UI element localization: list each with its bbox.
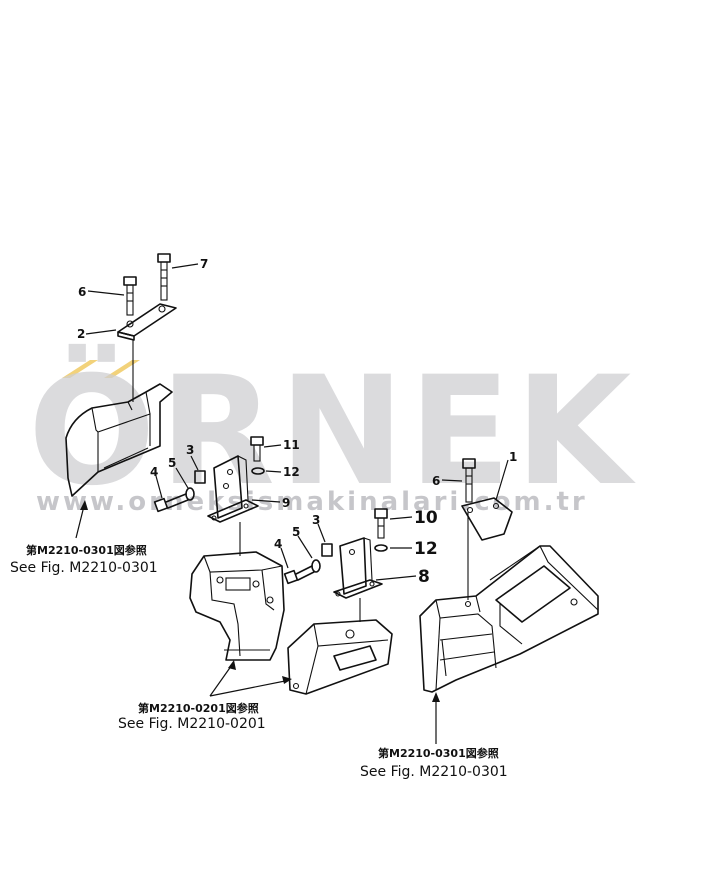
callout-5-right: 5 xyxy=(292,525,300,539)
callout-3-left: 3 xyxy=(186,443,194,457)
bolt-6-left xyxy=(123,276,137,316)
watermark-brand: ÖRNEK xyxy=(28,343,636,519)
callout-6-left: 6 xyxy=(78,285,86,299)
washer-5-a xyxy=(185,487,195,501)
callout-1: 1 xyxy=(509,450,517,464)
watermark: ÖRNEK www.orneksismakinalari.com.tr xyxy=(28,343,636,519)
reference-center-en: See Fig. M2210-0201 xyxy=(118,716,266,732)
callout-3-right: 3 xyxy=(312,513,320,527)
reference-left-en: See Fig. M2210-0301 xyxy=(10,560,158,576)
callout-2: 2 xyxy=(77,327,85,341)
plate-2 xyxy=(117,303,177,341)
nut-3-b xyxy=(321,543,333,557)
bracket-9 xyxy=(207,455,259,523)
callout-7: 7 xyxy=(200,257,208,271)
bolt-6-right xyxy=(462,458,476,503)
figure-references: 第M2210-0301図参照 See Fig. M2210-0301 第M221… xyxy=(10,543,508,780)
bolt-7 xyxy=(157,253,171,301)
callout-labels: 7 6 2 11 3 5 12 4 9 1 6 10 3 5 12 4 8 xyxy=(77,257,517,587)
bolt-10 xyxy=(374,508,388,539)
center-housing xyxy=(189,551,285,661)
callout-12-left: 12 xyxy=(283,465,300,479)
bolt-11 xyxy=(250,436,264,462)
reference-right-jp: 第M2210-0301図参照 xyxy=(378,746,499,760)
washer-12-a xyxy=(251,467,265,475)
center-cover-assembly xyxy=(283,508,393,695)
left-cover-assembly xyxy=(65,253,177,539)
bracket-8 xyxy=(333,537,383,599)
bolt-4-b xyxy=(283,565,315,585)
center-housing-assembly xyxy=(153,436,292,697)
bolt-4-a xyxy=(153,493,189,513)
reference-left-jp: 第M2210-0301図参照 xyxy=(26,543,147,557)
callout-4-left: 4 xyxy=(150,465,158,479)
callout-12-right: 12 xyxy=(414,539,438,559)
watermark-accent-left xyxy=(62,360,98,378)
left-cover xyxy=(65,383,173,497)
nut-3-a xyxy=(194,470,206,484)
callout-leaders xyxy=(85,263,509,581)
callout-5-left: 5 xyxy=(168,456,176,470)
washer-5-b xyxy=(311,559,321,573)
watermark-accent-right xyxy=(104,360,140,378)
reference-center-jp: 第M2210-0201図参照 xyxy=(138,701,259,715)
right-cover xyxy=(419,545,599,693)
callout-9: 9 xyxy=(282,496,290,510)
callout-4-right: 4 xyxy=(274,537,282,551)
plate-1 xyxy=(461,497,513,541)
callout-6-right: 6 xyxy=(432,474,440,488)
callout-11: 11 xyxy=(283,438,300,452)
center-cover xyxy=(287,619,393,695)
right-cover-assembly xyxy=(419,458,599,744)
reference-right-en: See Fig. M2210-0301 xyxy=(360,764,508,780)
washer-12-b xyxy=(374,544,388,552)
callout-8: 8 xyxy=(418,567,430,587)
watermark-url: www.orneksismakinalari.com.tr xyxy=(36,487,588,517)
callout-10: 10 xyxy=(414,508,438,528)
